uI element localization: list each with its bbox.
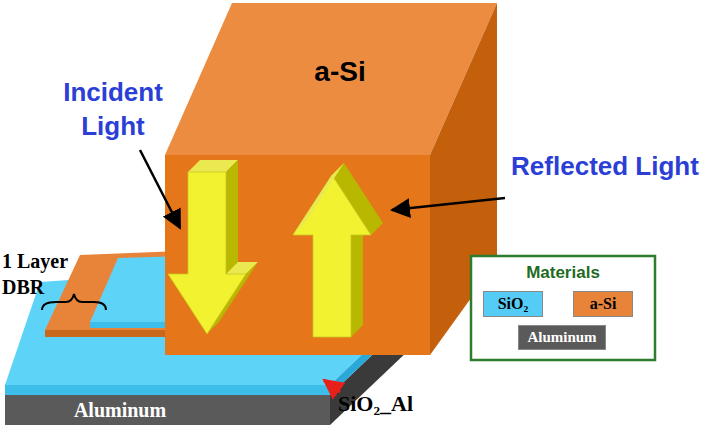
asi-block: [165, 3, 497, 355]
reflected-light-label: Reflected Light: [500, 150, 710, 184]
dbr-bracket: [42, 294, 106, 310]
incident-light-arrow: [168, 160, 258, 334]
incident-leader: [140, 150, 180, 228]
incident-light-label: Incident Light: [38, 76, 188, 144]
legend-frame: [471, 256, 655, 360]
legend-heading: Materials: [471, 262, 655, 284]
legend-text: Aluminum: [527, 329, 596, 346]
node-text: a-Si: [314, 56, 365, 88]
legend-swatch: a-Si: [573, 291, 633, 317]
legend-text: SiO₂: [498, 295, 529, 313]
dbr-label: 1 Layer DBR: [2, 248, 90, 300]
sio2-al-label: SiO₂_Al: [338, 390, 448, 419]
node-text: Aluminum: [74, 399, 166, 422]
legend-swatch: Aluminum: [518, 325, 606, 350]
reflected-light-arrow: [293, 163, 383, 337]
legend-swatch: SiO₂: [483, 291, 543, 317]
legend-text: a-Si: [590, 295, 617, 313]
reflected-leader: [392, 198, 505, 210]
block-label-box: a-Si: [308, 53, 372, 91]
slab-label-box: Aluminum: [68, 396, 173, 425]
sio2-al-leader: [324, 380, 340, 392]
